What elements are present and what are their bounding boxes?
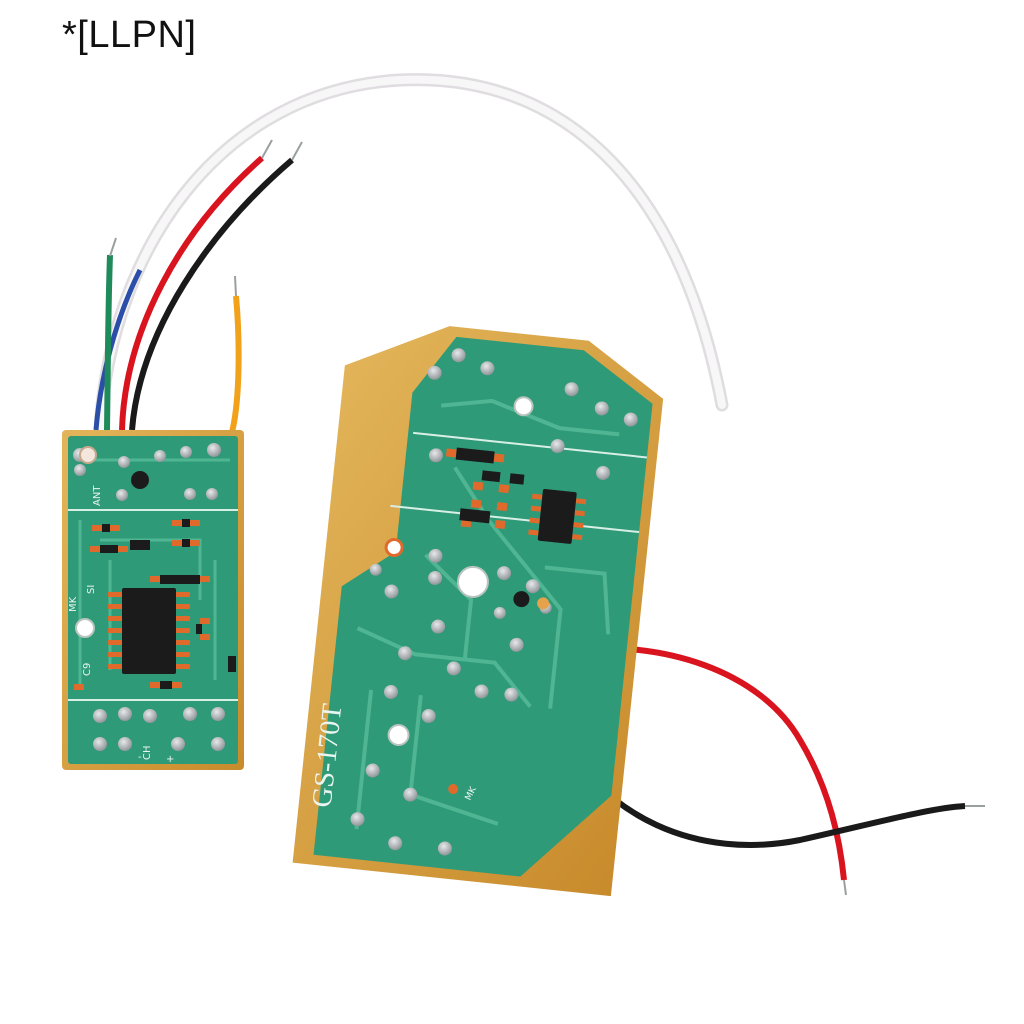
receiver-mount-hole [75,618,95,638]
brand-watermark: *[LLPN] [62,14,197,56]
receiver-label-plus: + [166,754,174,765]
receiver-mount-hole-top [79,446,97,464]
receiver-board: ANT SI MK C9 CH - + [62,430,244,770]
green-wire [104,254,113,431]
receiver-label-c9: C9 [82,663,93,676]
receiver-label-minus: - [138,752,142,763]
transmitter-board: GS-170T MK [292,326,664,897]
transmitter-mount-hole-top [513,396,534,417]
orange-wire [229,295,242,433]
red-wire [119,155,264,431]
receiver-ic [108,588,190,674]
receiver-wires [93,73,729,437]
transmitter-mount-hole-bottom [387,724,410,747]
receiver-label-ch: CH [142,745,153,760]
receiver-label-ant: ANT [92,485,103,506]
black-wire [129,157,294,431]
transmitter-center-hole [456,565,489,598]
receiver-label-si: SI [86,585,97,594]
receiver-label-mk: MK [68,596,79,612]
transmitter-ic [528,488,587,544]
